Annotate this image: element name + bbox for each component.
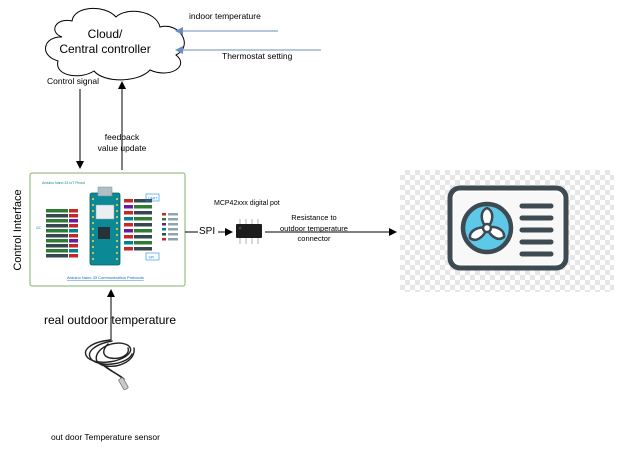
resistance-label-line3: connector (297, 234, 331, 243)
resistance-label-line1: Resistance to (291, 213, 337, 222)
control-signal-label: Control signal (47, 76, 99, 86)
cloud-label-line1: Cloud/ (87, 27, 123, 41)
board-legend (162, 213, 178, 241)
right-pin-labels (124, 199, 152, 251)
ac-image-frame (400, 170, 614, 292)
temperature-probe-cable-icon (84, 339, 135, 391)
sensor-label: out door Temperature sensor (51, 432, 160, 442)
board-caption: Arduino Nano 33 Communication Protocols (67, 275, 144, 280)
indoor-temperature-label: indoor temperature (189, 11, 261, 21)
i2c-tag: I2C (36, 226, 42, 230)
ic-chip-icon (236, 219, 262, 244)
board-title: Arduino Nano 33 IoT Pinout (42, 181, 85, 185)
real-outdoor-temperature-label: real outdoor temperature (44, 313, 177, 327)
left-pin-labels (46, 209, 78, 258)
cloud-shape (45, 8, 185, 81)
feedback-label-line1: feedback (104, 132, 140, 142)
feedback-label-line2: value update (97, 142, 147, 153)
feedback-label: feedback value update (95, 132, 149, 153)
vent-lines (519, 203, 554, 257)
cloud-label: Cloud/ Central controller (48, 27, 162, 57)
spi-label: SPI (199, 226, 216, 237)
resistance-label-line2: outdoor temperature (280, 223, 348, 233)
spi-tag-box (145, 252, 160, 261)
uart-tag: UART (148, 197, 158, 201)
control-interface-label: Control Interface (12, 189, 24, 271)
arduino-nano-board-image: Arduino Nano 33 IoT Pinout UART SPI I2C (32, 175, 183, 284)
cloud-label-line2: Central controller (59, 42, 151, 56)
resistance-label: Resistance to outdoor temperature connec… (272, 213, 356, 245)
digital-pot-label: MCP42xxx digital pot (214, 200, 280, 207)
uart-tag-box (145, 193, 160, 202)
thermostat-setting-label: Thermostat setting (222, 51, 293, 61)
air-conditioner-icon (447, 185, 569, 271)
spi-tag: SPI (149, 256, 155, 260)
